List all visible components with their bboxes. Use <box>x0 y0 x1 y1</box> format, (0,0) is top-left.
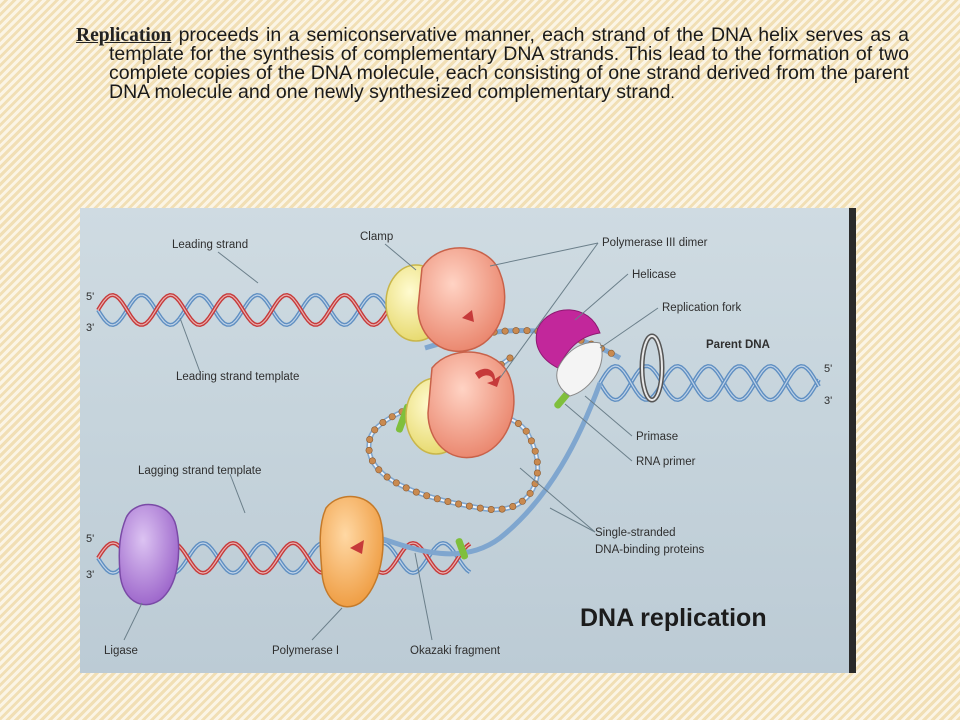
paragraph-text: proceeds in a semiconservative manner, e… <box>109 24 909 103</box>
ssb-bead <box>498 505 506 513</box>
body-paragraph: Replication proceeds in a semiconservati… <box>76 24 909 103</box>
polymerase-arrow-upper <box>462 310 474 322</box>
ssb-bead <box>527 437 535 445</box>
ssb-bead <box>383 473 391 481</box>
label-leading-strand: Leading strand <box>172 239 248 251</box>
figure-right-edge <box>849 208 856 673</box>
ssb-bead <box>375 466 383 474</box>
end-right-5: 5' <box>824 363 832 375</box>
end-right-3: 3' <box>824 395 832 407</box>
end-top-left-3: 3' <box>86 322 94 334</box>
dna-replication-figure: Leading strand Clamp Polymerase III dime… <box>80 208 856 673</box>
label-leading-template: Leading strand template <box>176 371 299 383</box>
polymerase-arrow-lower <box>475 368 501 387</box>
replication-diagram: Leading strand Clamp Polymerase III dime… <box>86 231 832 657</box>
leader-leading-template <box>179 317 201 373</box>
ssb-bead <box>388 413 396 421</box>
label-helicase: Helicase <box>632 269 676 281</box>
label-polymerase-i: Polymerase I <box>272 645 339 657</box>
leader-ligase <box>123 602 143 641</box>
ssb-bead <box>533 469 541 477</box>
leader-okazaki <box>414 552 433 641</box>
polymerase-iii-lower <box>427 351 515 459</box>
label-ssb-line1: Single-stranded <box>595 527 676 539</box>
ssb-bead <box>423 492 431 500</box>
leader-helicase <box>574 273 629 321</box>
ssb-bead <box>506 354 514 362</box>
label-rna-primer: RNA primer <box>636 456 696 468</box>
label-ssb-line2: DNA-binding proteins <box>595 544 705 556</box>
ssb-bead <box>366 436 374 444</box>
topoisomerase-ring-highlight <box>641 335 663 401</box>
ssb-bead <box>509 502 517 510</box>
ssb-bead <box>533 458 541 466</box>
ssb-bead <box>444 497 452 505</box>
ssb-bead <box>402 484 410 492</box>
strand-highlight <box>599 365 820 401</box>
label-clamp: Clamp <box>360 231 393 243</box>
ssb-bead <box>487 505 495 513</box>
helicase <box>535 309 601 369</box>
strand-highlight <box>599 365 820 401</box>
label-replication-fork: Replication fork <box>662 302 742 314</box>
ssb-bead <box>607 349 615 357</box>
lagging-template-strand <box>379 382 603 557</box>
parent-dna-helix <box>598 363 821 403</box>
ssb-bead <box>392 479 400 487</box>
strand-highlight <box>97 294 426 326</box>
ssb-bead <box>476 504 484 512</box>
ssb-bead <box>523 327 531 335</box>
leader-polymerase-b <box>499 242 599 379</box>
ssb-bead <box>365 446 373 454</box>
label-ligase: Ligase <box>104 645 138 657</box>
ssb-bead <box>371 426 379 434</box>
label-polymerase-iii: Polymerase III dimer <box>602 237 708 249</box>
ssb-bead <box>531 447 539 455</box>
end-top-left-5: 5' <box>86 291 94 303</box>
polymerase-i-arrow <box>350 540 364 554</box>
ssb-bead <box>433 495 441 503</box>
leader-ssb-a <box>519 467 596 533</box>
label-okazaki: Okazaki fragment <box>410 645 501 657</box>
ssb-bead <box>465 502 473 510</box>
ssb-bead <box>526 489 534 497</box>
ssb-bead <box>412 488 420 496</box>
paragraph-period: . <box>670 85 675 102</box>
ssb-bead <box>518 497 526 505</box>
ssb-bead <box>512 327 520 335</box>
strand-highlight <box>97 294 426 326</box>
label-parent-dna: Parent DNA <box>706 339 770 351</box>
ssb-bead <box>368 457 376 465</box>
end-bottom-left-5: 5' <box>86 533 94 545</box>
end-bottom-left-3: 3' <box>86 569 94 581</box>
ligase <box>118 503 180 606</box>
figure-title: DNA replication <box>580 604 767 632</box>
polymerase-iii-upper <box>417 247 506 353</box>
ssb-bead <box>514 420 522 428</box>
polymerase-i <box>319 495 384 608</box>
leader-primase <box>584 395 633 437</box>
leader-rna-primer <box>564 403 633 462</box>
ssb-bead <box>522 427 530 435</box>
leader-leading-strand <box>217 251 259 284</box>
primase <box>556 341 603 397</box>
term-replication: Replication <box>76 25 172 46</box>
rna-primer-lagging <box>455 538 469 560</box>
leader-replication-fork <box>599 307 659 349</box>
leader-clamp <box>384 243 417 271</box>
ssb-bead <box>501 327 509 335</box>
ssb-bead <box>379 419 387 427</box>
leader-ssb-b <box>549 507 596 533</box>
leader-lagging-template <box>229 473 246 514</box>
leading-strand-helix <box>96 292 427 328</box>
leader-polymerase-i <box>311 607 343 641</box>
ssb-bead <box>455 500 463 508</box>
label-lagging-template: Lagging strand template <box>138 465 261 477</box>
label-primase: Primase <box>636 431 678 443</box>
leader-polymerase-a <box>489 242 599 267</box>
